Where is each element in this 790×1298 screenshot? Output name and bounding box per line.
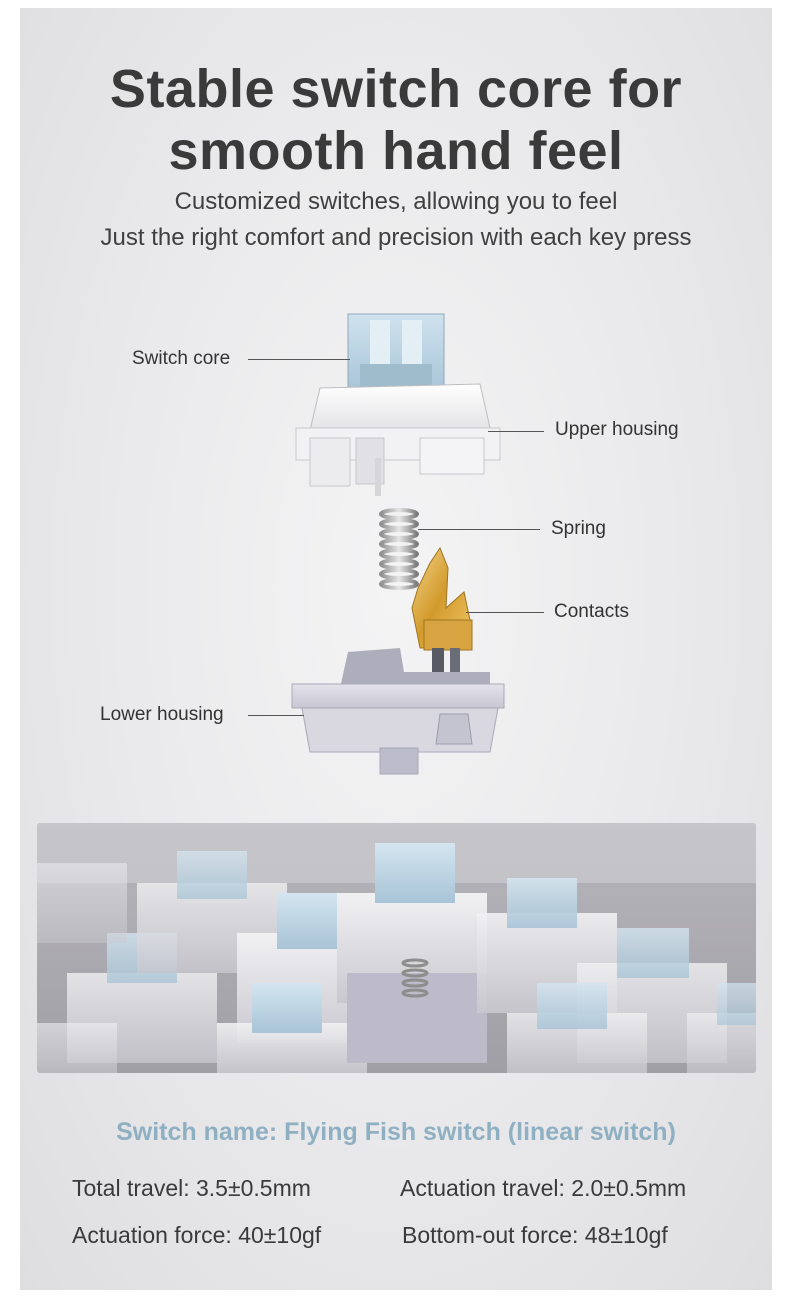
spring-label: Spring xyxy=(551,518,606,539)
title-line-1: Stable switch core for xyxy=(109,59,683,119)
title-line-2: smooth hand feel xyxy=(168,121,624,181)
exploded-switch-illustration xyxy=(291,313,505,775)
switch-core-leader-line xyxy=(248,359,350,360)
actuation-force-spec: Actuation force: 40±10gf xyxy=(72,1222,322,1248)
spring-part xyxy=(379,508,419,590)
upper-housing-part xyxy=(295,383,501,496)
page-title: Stable switch core for smooth hand feel xyxy=(20,58,772,182)
keyboard-switches-photo xyxy=(37,823,756,1073)
subtitle-line-1: Customized switches, allowing you to fee… xyxy=(174,188,618,215)
subtitle-line-2: Just the right comfort and precision wit… xyxy=(100,224,692,251)
switch-core-part xyxy=(347,313,445,390)
switch-core-label: Switch core xyxy=(132,348,231,369)
actuation-travel-spec: Actuation travel: 2.0±0.5mm xyxy=(400,1175,687,1201)
switch-name: Switch name: Flying Fish switch (linear … xyxy=(116,1118,676,1146)
contacts-label: Contacts xyxy=(554,601,629,622)
upper-housing-label: Upper housing xyxy=(555,419,679,440)
contacts-leader-line xyxy=(466,612,544,613)
upper-housing-leader-line xyxy=(488,431,544,432)
lower-housing-leader-line xyxy=(248,715,304,716)
lower-housing-label: Lower housing xyxy=(100,704,224,725)
bottom-out-force-spec: Bottom-out force: 48±10gf xyxy=(402,1222,668,1248)
subtitle: Customized switches, allowing you to fee… xyxy=(20,184,772,256)
spring-leader-line xyxy=(418,529,540,530)
keyboard-switches-image xyxy=(37,823,756,1073)
product-feature-card: Stable switch core for smooth hand feel … xyxy=(20,8,772,1290)
total-travel-spec: Total travel: 3.5±0.5mm xyxy=(72,1175,311,1201)
lower-housing-part xyxy=(291,648,505,775)
